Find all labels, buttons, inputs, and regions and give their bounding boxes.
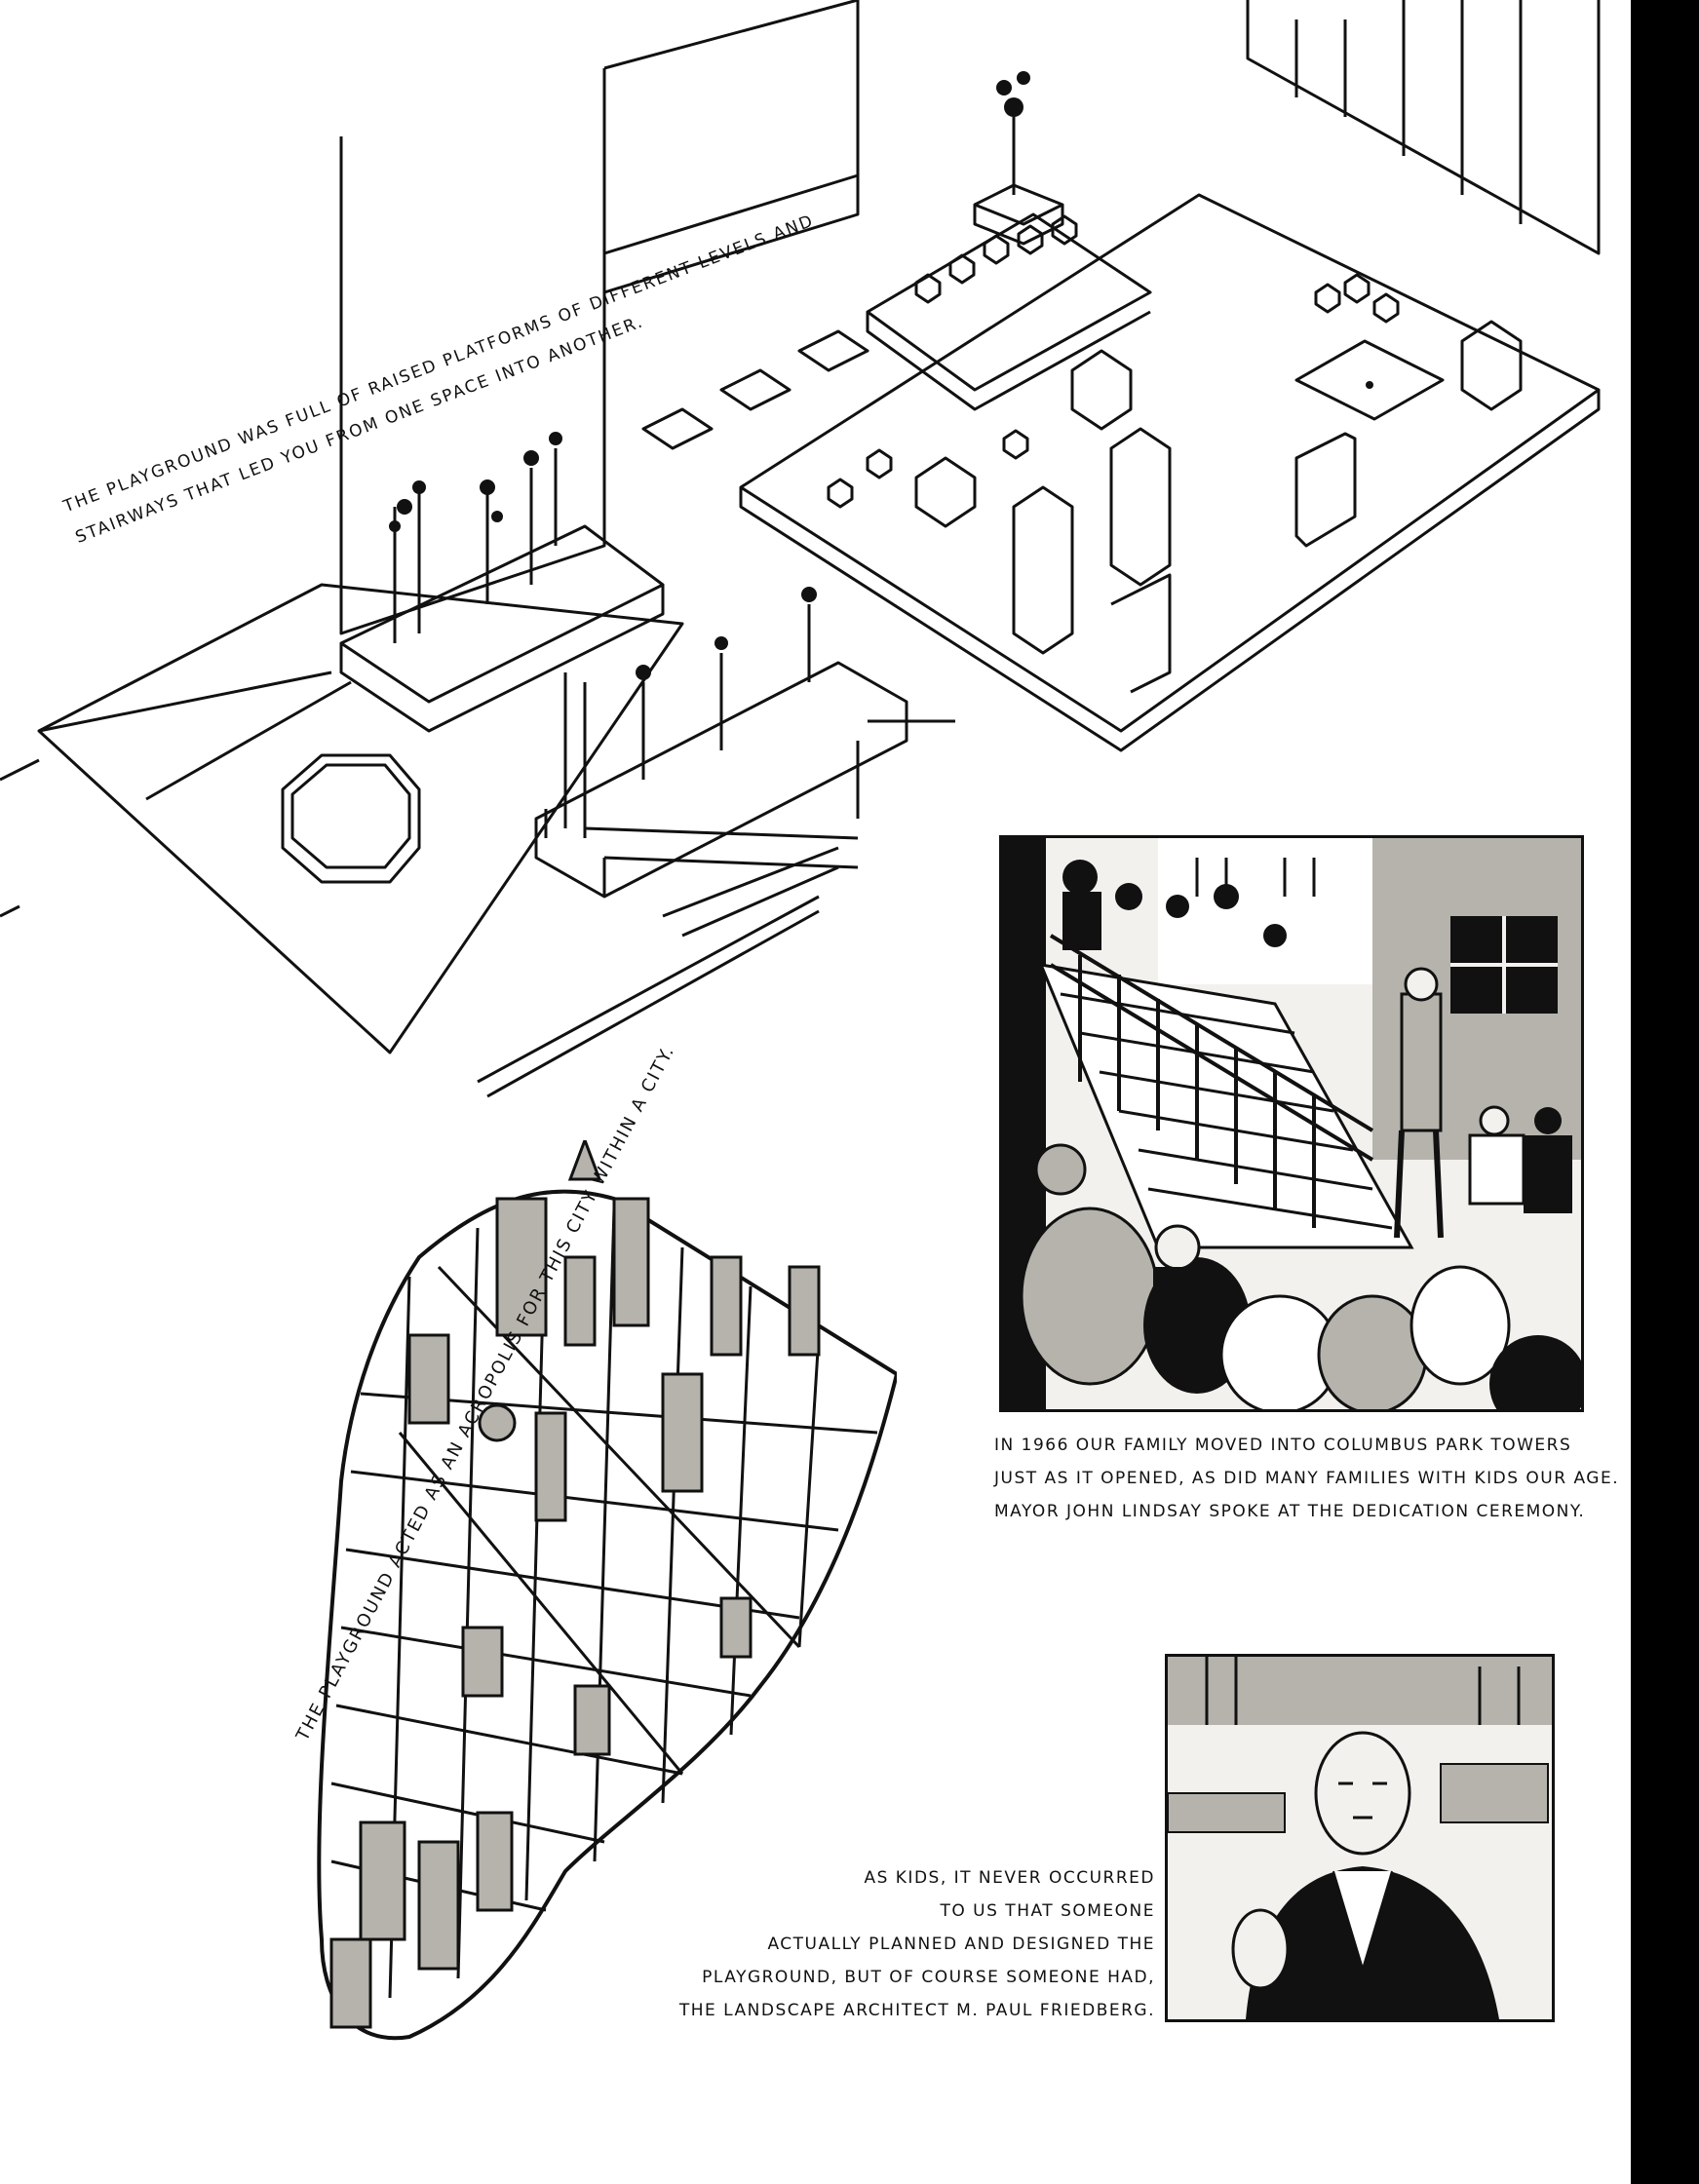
page-edge-shadow [1631, 0, 1699, 2184]
architect-portrait-panel [1165, 1654, 1555, 2022]
dedication-illustration [1002, 838, 1581, 1409]
manhattan-map-illustration [317, 1140, 897, 2041]
dedication-ceremony-panel [999, 835, 1584, 1412]
architect-caption-line-2: to us that someone [940, 1901, 1155, 1921]
architect-caption: As kids, it never occurred to us that so… [673, 1861, 1155, 2027]
architect-illustration [1168, 1657, 1552, 2019]
family-caption-line-2: just as it opened, as did many families … [994, 1469, 1620, 1488]
architect-caption-line-1: As kids, it never occurred [864, 1868, 1155, 1888]
family-caption-line-3: Mayor John Lindsay spoke at the dedicati… [994, 1502, 1586, 1521]
architect-caption-line-5: the landscape architect M. Paul Friedber… [678, 2001, 1155, 2020]
family-caption-line-1: In 1966 our family moved into Columbus P… [994, 1436, 1572, 1455]
playground-illustration [0, 0, 1601, 1098]
family-caption: In 1966 our family moved into Columbus P… [994, 1429, 1619, 1528]
architect-caption-line-3: actually planned and designed the [767, 1935, 1155, 1954]
architect-caption-line-4: playground, but of course someone had, [702, 1968, 1155, 1987]
